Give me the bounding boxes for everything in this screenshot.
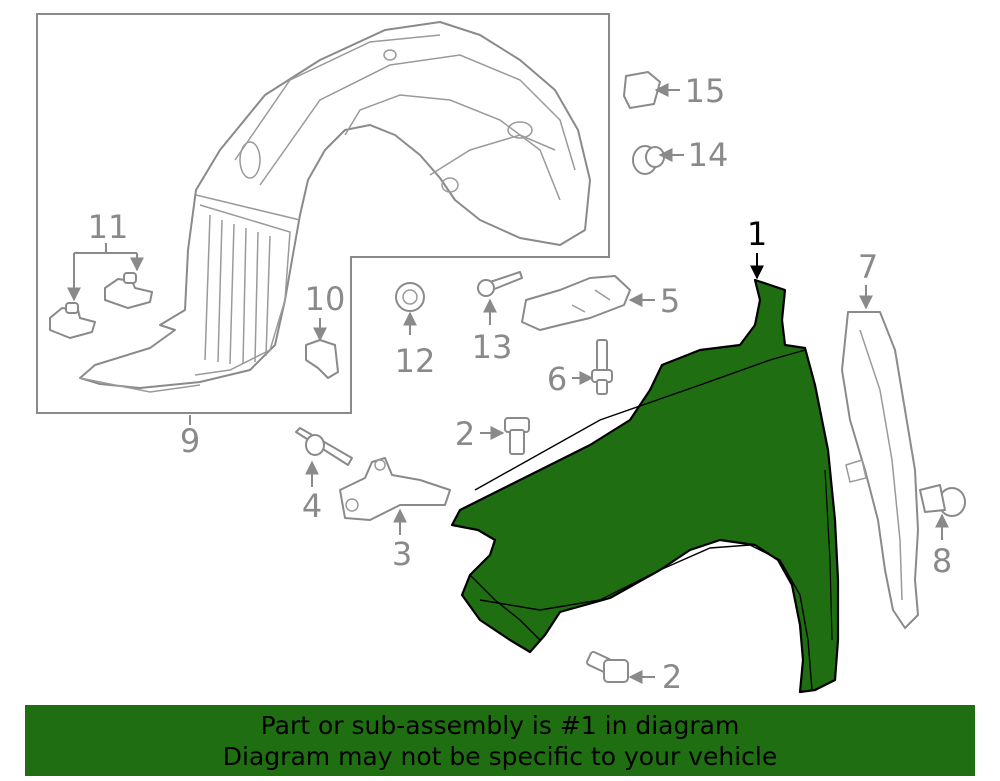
callout-12: 12 [395, 342, 436, 380]
callout-4: 4 [302, 487, 322, 525]
callout-1: 1 [747, 215, 767, 253]
stud-part-6 [591, 339, 613, 395]
callout-3: 3 [392, 535, 412, 573]
grommet-part-14 [632, 145, 665, 175]
screw-part-13 [477, 271, 523, 297]
parts-diagram: 1 2 2 3 4 5 6 7 8 9 10 11 12 13 14 15 [36, 13, 966, 696]
banner-line-1: Part or sub-assembly is #1 in diagram [260, 711, 740, 740]
clip-part-10 [305, 339, 339, 379]
callout-14: 14 [688, 136, 729, 174]
clip-part-8 [919, 484, 966, 517]
callout-6: 6 [547, 360, 567, 398]
callout-2-upper: 2 [455, 415, 475, 453]
fender-part-1 [450, 278, 840, 694]
clip-nut-part-11 [49, 272, 153, 339]
clip-part-15 [623, 71, 661, 109]
callout-2-lower: 2 [662, 658, 682, 696]
grommet-part-12 [395, 282, 425, 312]
callout-8: 8 [932, 542, 952, 580]
bracket-part-5 [521, 275, 631, 331]
callout-7: 7 [858, 248, 878, 286]
callout-5: 5 [660, 282, 680, 320]
callout-13: 13 [472, 328, 513, 366]
callout-10: 10 [305, 280, 346, 318]
callout-11: 11 [88, 208, 129, 246]
disclaimer-banner: Part or sub-assembly is #1 in diagram Di… [25, 705, 975, 776]
bracket-part-3 [339, 457, 451, 521]
callout-15: 15 [685, 72, 726, 110]
banner-line-2: Diagram may not be specific to your vehi… [222, 742, 778, 771]
bolt-part-2-lower [586, 650, 629, 683]
callout-9: 9 [180, 422, 200, 460]
stud-part-4 [295, 427, 353, 466]
protector-part-7 [841, 311, 919, 629]
liner-group-frame [36, 13, 610, 414]
fender-liner-part [79, 21, 591, 393]
bolt-part-2-upper [504, 417, 530, 455]
